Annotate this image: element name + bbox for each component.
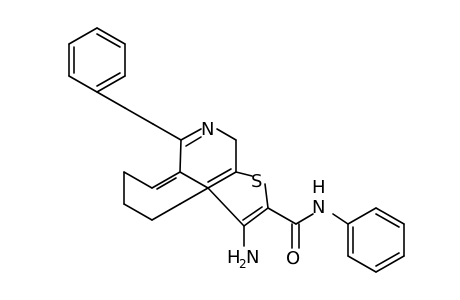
bond: [207, 187, 245, 227]
bond: [267, 207, 297, 225]
double-bond-inner: [156, 177, 177, 190]
bond: [96, 75, 126, 93]
atom-label-amino-sub: 2: [239, 257, 247, 271]
ethyl-linker: [96, 91, 182, 141]
double-bond-inner: [96, 33, 121, 48]
atom-label-carbonyl-o: O: [286, 248, 300, 269]
bond: [151, 171, 181, 189]
bond: [123, 171, 153, 189]
double-bond-inner: [96, 72, 121, 87]
double-bond-inner: [207, 168, 232, 183]
amino-label: H 2 N: [227, 247, 259, 271]
bond: [347, 255, 377, 273]
carboxamide-group: [267, 207, 314, 249]
double-bond-inner: [375, 213, 400, 228]
bond: [375, 207, 405, 225]
atom-label-thiophene-s: S: [251, 171, 262, 192]
bond: [179, 187, 209, 205]
bond: [295, 213, 314, 225]
double-bond-inner: [375, 252, 400, 267]
bond: [96, 91, 126, 109]
atom-label-pyridine-n: N: [201, 119, 214, 140]
phenethyl-phenyl-ring: [68, 27, 126, 93]
bond: [180, 128, 202, 141]
bond: [179, 171, 209, 189]
bond: [264, 183, 269, 209]
atom-label-amide-h: H: [312, 177, 326, 198]
atom-label-amino-h: H: [227, 247, 241, 268]
bond: [235, 171, 253, 177]
cyclohexene-ring: [123, 171, 209, 221]
bond: [375, 255, 405, 273]
thiophene-ring: [207, 171, 269, 227]
bond: [68, 27, 98, 45]
bond: [243, 207, 269, 227]
n-phenyl-ring: [332, 207, 405, 273]
bond: [179, 139, 182, 173]
pyridine-ring: [179, 128, 237, 189]
bond: [216, 128, 237, 141]
bond: [96, 27, 126, 45]
bond: [68, 75, 98, 93]
bond: [207, 171, 237, 189]
bond: [123, 203, 153, 221]
double-bond-inner: [242, 206, 263, 221]
bond: [151, 203, 181, 221]
atom-label-amino-n: N: [246, 247, 259, 268]
double-bond-inner: [185, 136, 202, 147]
atom-label-amide-n: N: [312, 197, 325, 218]
bond: [347, 207, 377, 225]
bond: [332, 213, 349, 225]
bond: [124, 107, 154, 125]
bond: [152, 123, 182, 141]
